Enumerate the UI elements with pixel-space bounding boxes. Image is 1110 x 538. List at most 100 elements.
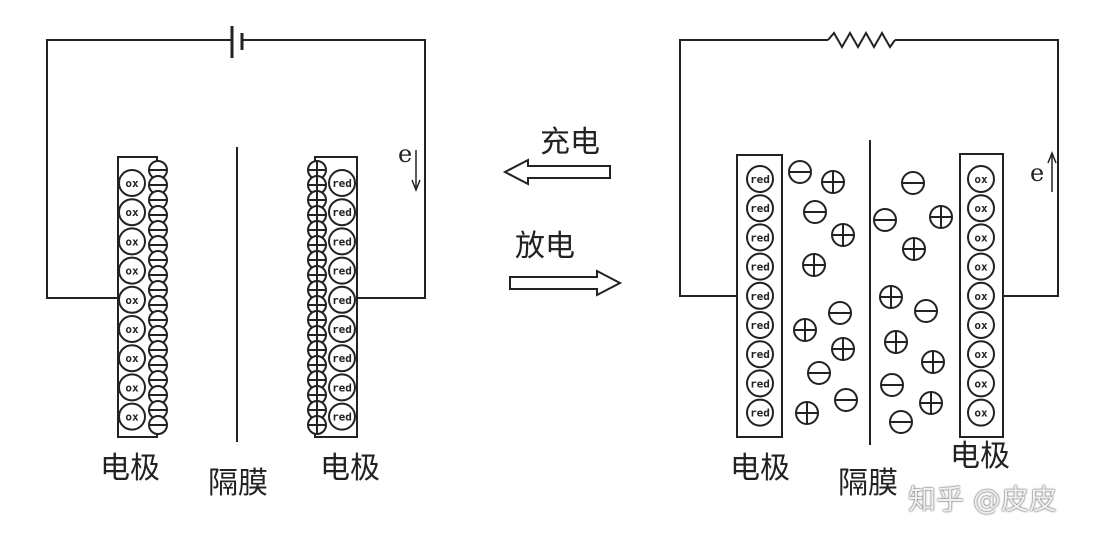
cation-icon <box>802 253 826 277</box>
cation-icon <box>831 223 855 247</box>
red-particle: red <box>746 369 774 398</box>
ox-particle-label: ox <box>125 206 139 219</box>
red-particle-label: red <box>750 348 770 361</box>
ox-particle-circle <box>967 281 995 310</box>
ox-particle-circle <box>118 169 146 197</box>
ox-particle: ox <box>118 373 146 402</box>
arrowhead-icon <box>1047 150 1057 164</box>
arrowhead-icon <box>411 179 421 193</box>
ox-particle-label: ox <box>974 319 988 332</box>
red-particle-label: red <box>750 407 770 420</box>
electron-label: e <box>1030 159 1045 187</box>
right-electrode-label: 电极 <box>950 439 1010 474</box>
ox-particle-label: ox <box>125 235 139 248</box>
ox-electrode-box <box>959 153 1004 438</box>
ox-particle: ox <box>967 281 995 310</box>
red-particle: red <box>746 252 774 281</box>
left-particles: oxoxoxoxoxoxoxoxoxredredredredredredredr… <box>118 160 356 435</box>
red-particle-label: red <box>332 294 352 307</box>
anion-icon <box>914 299 938 323</box>
anion-icon <box>148 415 168 435</box>
ox-particle-label: ox <box>125 411 139 424</box>
ox-particle-circle <box>118 373 146 402</box>
ox-particle-circle <box>967 252 995 281</box>
cation-icon <box>919 391 943 415</box>
anion-icon <box>834 388 858 412</box>
charge-arrow-icon <box>502 158 611 186</box>
red-particle: red <box>328 198 356 227</box>
red-particle-circle <box>328 315 356 343</box>
red-particle-label: red <box>332 411 352 424</box>
ox-particle-label: ox <box>974 202 988 215</box>
red-particle: red <box>328 344 356 373</box>
watermark: 知乎 @皮皮 <box>908 483 1057 516</box>
red-particle-label: red <box>332 352 352 365</box>
red-particle: red <box>746 281 774 310</box>
red-particle-label: red <box>332 265 352 278</box>
ox-particle-label: ox <box>974 173 988 186</box>
red-particle-circle <box>746 340 774 369</box>
anion-icon <box>828 301 852 325</box>
ox-particle: ox <box>967 340 995 369</box>
anion-icon <box>148 265 168 285</box>
right-electrode-label: 电极 <box>320 451 380 486</box>
ox-particle-circle <box>967 165 995 193</box>
red-particle: red <box>328 285 356 314</box>
ox-particle-circle <box>118 227 146 256</box>
anion-icon <box>880 373 904 397</box>
red-particle-circle <box>328 373 356 402</box>
anion-icon <box>901 171 925 195</box>
left-electrode-label: 电极 <box>100 451 160 486</box>
red-particle: red <box>746 223 774 252</box>
red-particle-circle <box>746 281 774 310</box>
red-particle-circle <box>328 285 356 314</box>
ox-particle: ox <box>967 398 995 427</box>
red-particle-label: red <box>332 323 352 336</box>
resistor-icon <box>827 30 896 50</box>
separator-label: 隔膜 <box>838 466 898 501</box>
red-particle: red <box>328 373 356 402</box>
right-particles: redredredredredredredredredoxoxoxoxoxoxo… <box>746 160 995 434</box>
ox-particle-label: ox <box>974 348 988 361</box>
ox-particle: ox <box>118 285 146 314</box>
red-particle: red <box>746 398 774 427</box>
red-particle: red <box>746 311 774 339</box>
red-particle: red <box>746 340 774 369</box>
cation-icon <box>879 285 903 309</box>
red-particle: red <box>328 402 356 431</box>
red-particle: red <box>746 165 774 193</box>
cation-icon <box>821 170 845 194</box>
red-electrode-box <box>736 154 783 438</box>
red-particle-label: red <box>750 261 770 274</box>
red-particle-circle <box>746 165 774 193</box>
red-particle-circle <box>328 402 356 431</box>
cation-icon <box>793 318 817 342</box>
ox-particle-circle <box>118 344 146 373</box>
ox-particle-circle <box>967 311 995 339</box>
anion-icon <box>889 410 913 434</box>
cation-icon <box>921 350 945 374</box>
ox-particle-circle <box>967 369 995 398</box>
red-particle-label: red <box>750 377 770 390</box>
red-particle-label: red <box>332 177 352 190</box>
red-particle-label: red <box>750 319 770 332</box>
ox-particle-circle <box>118 198 146 227</box>
cation-icon <box>795 401 819 425</box>
anion-icon <box>788 160 812 184</box>
ox-particle: ox <box>967 223 995 252</box>
red-particle-circle <box>746 369 774 398</box>
red-particle: red <box>746 194 774 223</box>
ox-particle: ox <box>967 311 995 339</box>
cation-icon <box>307 325 327 345</box>
ox-particle: ox <box>967 194 995 223</box>
left-wire <box>46 39 232 299</box>
ox-particle-label: ox <box>125 177 139 190</box>
ox-particle-label: ox <box>125 381 139 394</box>
ox-particle-circle <box>967 340 995 369</box>
ox-particle-label: ox <box>974 231 988 244</box>
ox-particle: ox <box>118 256 146 285</box>
cation-icon <box>884 330 908 354</box>
ox-particle-circle <box>118 402 146 431</box>
ox-particle-label: ox <box>125 352 139 365</box>
